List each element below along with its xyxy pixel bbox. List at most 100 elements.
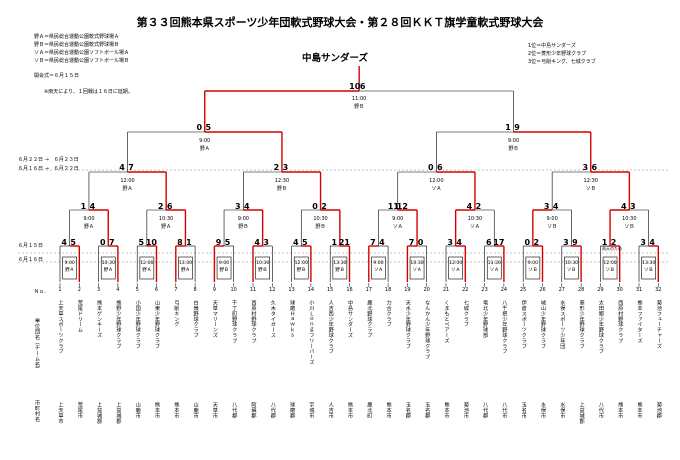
r3-2-score-left: 2: [273, 163, 280, 172]
r3-2-time: 12:30: [274, 178, 290, 184]
team-number-16: 16: [346, 287, 353, 293]
r1-10-venue: ソＡ: [412, 268, 422, 273]
r2-6-venue: ソＡ: [469, 224, 480, 230]
team-name-31: 熊本ファイターズ: [636, 300, 643, 344]
team-home-6: 熊本市: [154, 402, 160, 419]
r1-9-score-right: 4: [379, 238, 385, 247]
team-number-22: 22: [462, 287, 469, 293]
r1-12-time: 13:30: [487, 261, 501, 266]
team-row-label: 単位団名（チーム名）: [34, 318, 40, 372]
team-name-10: 千丁町野球クラブ: [231, 300, 238, 344]
team-number-7: 7: [174, 287, 178, 293]
team-name-18: 力合クラブ: [385, 300, 392, 327]
team-name-29: 太田郷少年野球クラブ: [597, 300, 604, 354]
r2-1-venue: 野Ａ: [83, 224, 94, 230]
r1-1-venue: 野Ａ: [65, 268, 75, 273]
sf-2-score-left: 1: [505, 123, 511, 132]
team-number-25: 25: [520, 287, 527, 293]
r1-2-info-box: [100, 256, 116, 280]
r1-10-info-box: [409, 256, 425, 280]
r3-2-venue: 野Ｂ: [276, 186, 287, 192]
sf-2-time: 9:00: [507, 138, 520, 144]
team-name-26: 城山少年野球クラブ: [540, 300, 546, 349]
team-home-32: 菊池郡: [655, 402, 662, 419]
r1-3-info-box: [139, 256, 155, 280]
team-name-17: 鹿北野球クラブ: [366, 300, 373, 338]
team-home-21: 熊本市: [443, 402, 450, 419]
team-name-5: 小国少年野球クラブ: [134, 300, 141, 349]
team-name-28: 菱形少年野球クラブ: [578, 300, 585, 349]
team-number-28: 28: [577, 287, 585, 293]
r1-note: 雨天のため: [602, 246, 623, 251]
champion-name: 中島サンダーズ: [301, 53, 369, 64]
r1-4-score-right: 1: [186, 238, 192, 247]
r2-5-score-right: 12: [396, 202, 408, 211]
r3-1-time: 12:00: [120, 178, 135, 184]
r1-16-venue: ソＢ: [644, 268, 654, 273]
r1-15-score-left: 1: [601, 238, 608, 247]
r2-8-time: 10:30: [622, 216, 637, 222]
r2-2-score-left: 2: [157, 202, 164, 211]
team-number-29: 29: [597, 287, 604, 293]
team-home-15: 人吉市: [327, 402, 334, 419]
team-home-2: 荒尾市: [76, 402, 83, 419]
team-name-12: 久木タイガース: [269, 300, 276, 338]
r2-7-score-right: 4: [552, 202, 559, 211]
r3-3-venue: ソＡ: [431, 186, 442, 192]
team-number-31: 31: [635, 287, 643, 293]
team-name-20: なんかん少年野球クラブ: [424, 300, 431, 360]
rain-note: ※雨天により、１回戦は１６日に延期。: [44, 89, 133, 95]
r1-11-score-left: 3: [447, 238, 453, 247]
r2-6-score-left: 4: [466, 202, 473, 211]
team-home-8: 山鹿市: [192, 402, 199, 419]
r1-4-score-left: 8: [177, 238, 183, 247]
r3-3-score-right: 6: [437, 163, 443, 172]
r3-4-venue: ソＢ: [585, 186, 596, 192]
r2-7-venue: ソＢ: [547, 224, 558, 230]
number-row-label: Ｎｏ．: [34, 289, 50, 295]
final-score-left: 10: [349, 82, 361, 91]
r2-1-time: 9:00: [83, 216, 95, 222]
team-number-19: 19: [404, 287, 411, 293]
r1-4-venue: 野Ａ: [180, 268, 191, 273]
r1-5-score-left: 9: [215, 238, 222, 247]
team-number-2: 2: [77, 287, 81, 293]
r2-4-score-right: 2: [321, 202, 327, 211]
r1-5-venue: 野Ｂ: [219, 268, 229, 273]
round3-date-b: ６月１６日 → ６月２２日: [18, 166, 79, 172]
team-home-27: 水俣市: [559, 402, 566, 419]
r1-12-score-left: 6: [485, 238, 492, 247]
sf-2-venue: 野Ｂ: [508, 146, 519, 152]
r1-6-time: 10:30: [256, 261, 270, 266]
r2-7-time: 9:00: [546, 216, 558, 222]
r3-1-score-right: 7: [128, 163, 134, 172]
team-home-3: 上益城郡: [96, 402, 103, 424]
team-number-30: 30: [616, 287, 623, 293]
r1-11-score-right: 4: [456, 238, 462, 247]
r1-15-info-box: [602, 256, 618, 280]
team-name-6: 山東少年野球クラブ: [154, 300, 160, 349]
home-row-label: 市町村名: [34, 400, 40, 422]
sf-1-score-right: 5: [205, 123, 212, 132]
r2-4-score-left: 0: [312, 202, 318, 211]
team-name-9: 天草マリーンズ: [211, 300, 218, 338]
team-number-26: 26: [539, 287, 546, 293]
r2-2-venue: 野Ａ: [161, 224, 172, 230]
r1-6-info-box: [255, 256, 270, 280]
team-home-7: 熊本市: [173, 402, 180, 419]
sf-2-score-right: 9: [514, 123, 520, 132]
r1-13-score-right: 2: [533, 238, 540, 247]
r2-6-score-right: 2: [475, 202, 482, 211]
r1-1-time: 9:00: [64, 261, 75, 266]
